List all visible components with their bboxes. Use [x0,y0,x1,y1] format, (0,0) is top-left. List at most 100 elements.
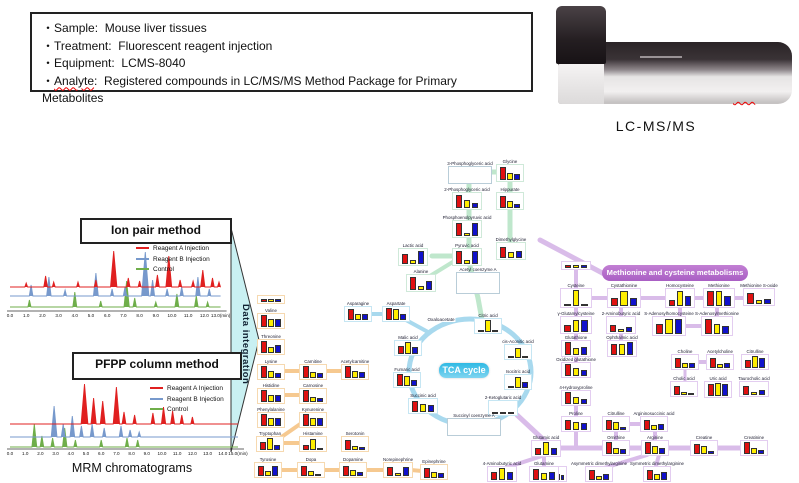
pathway-edge [537,237,611,279]
bar [656,323,664,334]
legend-swatch [136,257,149,260]
bar [580,422,588,430]
bar [724,362,731,368]
metabolite-label: Asymmetric dimethylarginine [570,461,628,466]
legend-swatch [150,408,163,411]
bar [491,412,499,414]
pathway-node: Methionine [703,283,735,308]
bar [572,320,580,332]
bar [580,370,588,376]
bar [704,318,712,334]
pathway-edge [602,453,649,470]
metabolite-label: Asparagine [346,301,370,306]
bar [515,376,521,388]
bar [572,265,580,268]
bar [344,366,351,378]
bar [581,304,589,306]
bar [605,419,612,430]
bar [514,203,521,208]
metabolite-label: Ornithine [607,435,625,440]
bar [605,442,612,454]
metabolite-label: cis-Aconitic acid [502,339,534,344]
chromatogram-trace [10,251,221,297]
bar [268,299,274,302]
pathway-node: 4-Hydroxyproline [559,385,593,406]
info-line: ・Treatment: Fluorescent reagent injectio… [42,38,273,53]
bar [499,412,507,414]
pathway-node: Ophthalmic acid [606,335,638,357]
pathway-node: Dimethylglycine [496,237,526,260]
pathway-node: Dopamine [339,457,367,478]
bar [260,341,267,353]
metabolite-label: Fumaric acid [394,367,420,372]
bar [715,290,723,306]
bar [715,382,721,396]
bar [402,466,410,476]
bar [259,442,266,450]
pathway-box: 3-Phosphoglyceric acid [447,161,493,184]
x-axis-tick-label: 13.0 [203,451,212,456]
info-line: ・Equipment: LCMS-8040 [42,56,186,70]
metabolite-label: Histamine [303,431,323,436]
legend-swatch [150,397,163,400]
x-axis-tick-label: 4.0 [72,313,79,318]
bar [268,319,274,327]
pathway-node: Proline [561,411,591,432]
bar [514,174,521,180]
bar [665,318,673,334]
bar [542,441,550,455]
metabolite-label: Cysteine [567,283,585,288]
pathway-node [257,295,285,304]
bar [596,476,602,480]
legend-label: Reagent A Injection [167,385,224,392]
bar [713,323,721,334]
pathway-node: Epinephrine [420,459,448,480]
x-axis-tick-label: 14.0 [218,451,227,456]
bar [522,382,529,388]
metabolite-label: 4-Aminobutyric acid [482,461,522,466]
bar [581,320,589,332]
bar [310,438,316,450]
pathway-node: Glycine [496,159,524,182]
bar [564,392,572,404]
legend-label: Reagent A Injection [153,245,210,252]
pathway-node: Homocysteine [665,283,695,308]
bar [751,448,757,454]
metabolite-label: Malic acid [398,335,418,340]
metabolite-label: Cystathionine [610,283,638,288]
pathway-node: Oxidized glutathione [556,357,596,378]
bar [397,346,404,354]
metabolite-label: Choline [677,349,693,354]
x-axis-tick-label: 8.0 [128,451,135,456]
metabolite-label: Uric acid [709,376,727,381]
bar [681,392,687,395]
bar [257,465,264,476]
pathway-node: S-Adenosylhomocysteine [644,311,694,336]
bar [317,398,324,402]
bar [463,259,471,264]
info-key: Treatment [54,38,109,53]
pathway-node: Isocitric acid [504,369,532,390]
bar [438,472,445,478]
bar [275,299,282,302]
bar [409,259,417,264]
pathway-edge [404,318,430,334]
info-line: ・Sample: Mouse liver tissues [42,21,207,35]
bar [532,468,540,480]
bar [315,474,322,476]
bar [758,450,765,454]
bar [275,345,282,353]
pathway-node: 2-Aminobutyric acid [602,311,640,334]
legend-swatch [136,247,149,250]
bar [401,253,409,264]
bar [620,290,628,306]
bar [611,297,619,306]
metabolite-label: Threonine [261,334,281,339]
metabolite-label: Hippurate [500,187,520,192]
bar [357,472,364,476]
bar [419,404,427,412]
pathway-node: Malic acid [394,335,422,356]
bar [317,448,324,450]
bar [564,342,572,355]
metabolite-label: Oxidized glutathione [556,357,596,362]
